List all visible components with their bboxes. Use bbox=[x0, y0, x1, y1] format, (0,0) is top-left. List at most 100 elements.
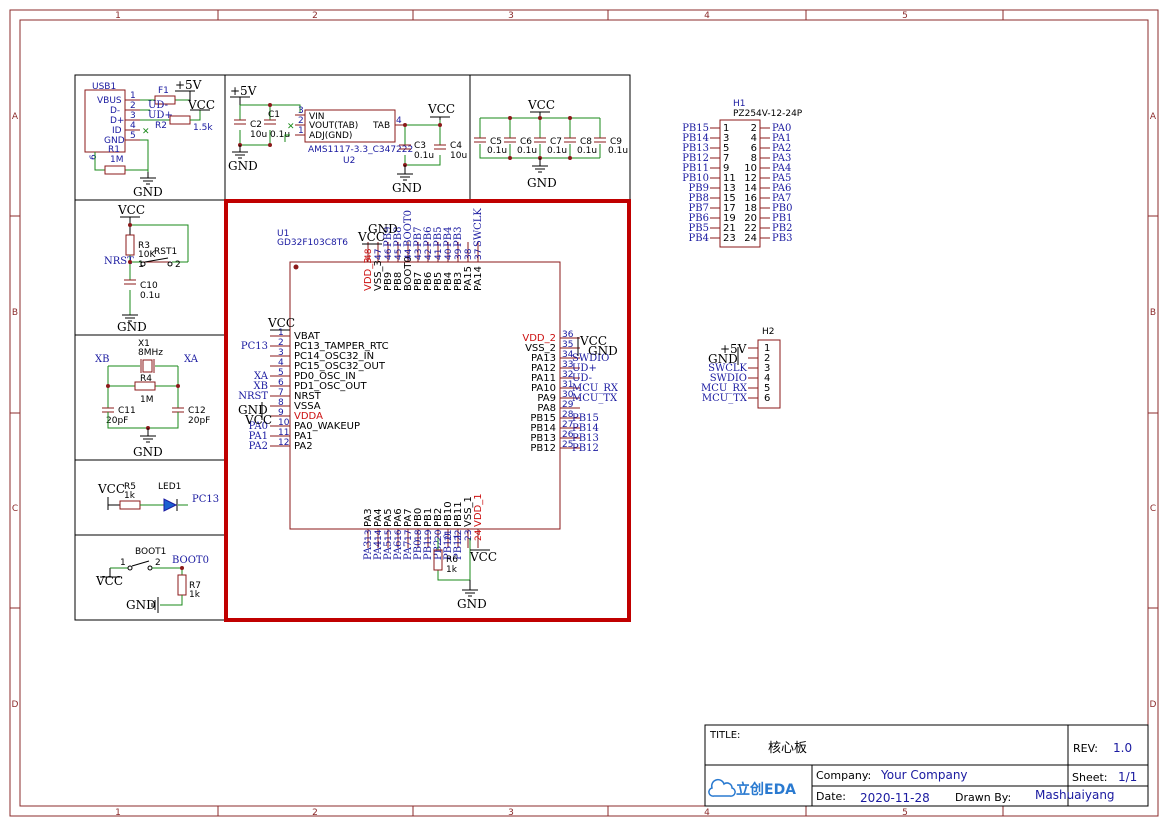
mcu-pin-name-pa15: PA15 bbox=[463, 266, 474, 291]
h2-pin-number: 1 bbox=[764, 343, 770, 354]
mcu-pin-number: 10 bbox=[278, 418, 290, 428]
mcu-pin-number: 12 bbox=[278, 438, 289, 448]
ground-symbol bbox=[140, 428, 156, 443]
mcu-pin-number: 19 bbox=[424, 529, 434, 541]
mcu-pin-name-pa11: PA11 bbox=[531, 373, 556, 384]
net-label: PB13 bbox=[572, 433, 599, 444]
mcu-pin-name-pc14-osc32-in: PC14_OSC32_IN bbox=[294, 351, 374, 362]
mcu-pin-name-pb5: PB5 bbox=[433, 272, 444, 291]
svg-text:1: 1 bbox=[120, 558, 126, 568]
mcu-pin-number: 15 bbox=[384, 530, 394, 541]
mcu-top-pins: VDD_348VSS_347PB946PB9PB845PB8BOOT044BOO… bbox=[363, 208, 484, 291]
svg-text:1k: 1k bbox=[446, 565, 458, 575]
h1-pin-number: 9 bbox=[723, 163, 729, 174]
mcu-pin-name-pb9: PB9 bbox=[383, 272, 394, 291]
svg-text:4: 4 bbox=[396, 116, 402, 126]
net-label: PB1 bbox=[772, 213, 792, 224]
svg-text:GND: GND bbox=[133, 185, 163, 199]
svg-text:20pF: 20pF bbox=[106, 416, 128, 426]
mcu-pin-name-pb3: PB3 bbox=[453, 272, 464, 291]
svg-text:5: 5 bbox=[902, 808, 908, 818]
svg-text:ID: ID bbox=[112, 126, 122, 136]
svg-text:ADJ(GND): ADJ(GND) bbox=[309, 131, 352, 141]
svg-text:C3: C3 bbox=[414, 141, 426, 151]
svg-text:20pF: 20pF bbox=[188, 416, 210, 426]
h2-pin-number: 6 bbox=[764, 393, 770, 404]
svg-text:VCC: VCC bbox=[97, 482, 125, 496]
svg-text:Your Company: Your Company bbox=[880, 768, 968, 782]
mcu-pin-number: 17 bbox=[404, 530, 414, 541]
svg-text:H1: H1 bbox=[733, 99, 746, 109]
svg-text:2: 2 bbox=[312, 808, 318, 818]
mcu-pin-number: 32 bbox=[562, 370, 573, 380]
svg-text:5: 5 bbox=[902, 11, 908, 21]
svg-text:GND: GND bbox=[104, 136, 125, 146]
svg-text:Date:: Date: bbox=[816, 790, 846, 803]
net-label: PB10 bbox=[443, 533, 454, 560]
mcu-pin-name-pb10: PB10 bbox=[443, 501, 454, 527]
usb-connector: USB1 VBUS D- D+ ID GND 1 2 3 4 5 6 F1 +5… bbox=[84, 78, 215, 199]
svg-text:LED1: LED1 bbox=[158, 482, 181, 492]
svg-text:2020-11-28: 2020-11-28 bbox=[860, 791, 930, 805]
svg-text:D-: D- bbox=[110, 106, 120, 116]
svg-text:0.1u: 0.1u bbox=[140, 291, 160, 301]
net-label: PA0 bbox=[249, 421, 268, 432]
h1-pin-number: 15 bbox=[723, 193, 736, 204]
mcu-pin-name-pd1-osc-out: PD1_OSC_OUT bbox=[294, 381, 367, 392]
h1-pin-number: 17 bbox=[723, 203, 736, 214]
svg-text:+5V: +5V bbox=[175, 78, 202, 92]
mcu-pin-number: 28 bbox=[562, 410, 574, 420]
svg-text:2: 2 bbox=[130, 101, 136, 111]
svg-text:XB: XB bbox=[95, 354, 109, 365]
net-label: PB14 bbox=[682, 133, 709, 144]
net-label: PA3 bbox=[772, 153, 791, 164]
h2-pin-number: 2 bbox=[764, 353, 770, 364]
h1-pin-number: 23 bbox=[723, 233, 736, 244]
svg-text:VCC: VCC bbox=[187, 98, 215, 112]
mcu-pin-name-pa9: PA9 bbox=[537, 393, 556, 404]
ground-symbol bbox=[151, 597, 159, 613]
mcu-pin-name-vss-2: VSS_2 bbox=[525, 343, 556, 354]
h1-pin-number: 12 bbox=[744, 173, 757, 184]
ground-symbol bbox=[232, 145, 248, 159]
svg-text:4: 4 bbox=[704, 808, 710, 818]
net-label: PB7 bbox=[413, 227, 424, 247]
svg-text:4: 4 bbox=[704, 11, 710, 21]
h1-pin-number: 21 bbox=[723, 223, 736, 234]
svg-text:1: 1 bbox=[115, 11, 121, 21]
svg-text:1.0: 1.0 bbox=[1113, 741, 1132, 755]
svg-text:1M: 1M bbox=[140, 395, 154, 405]
mcu-pin-number: 9 bbox=[278, 408, 284, 418]
svg-text:GND: GND bbox=[708, 352, 738, 366]
net-label: PB3 bbox=[453, 227, 464, 247]
mcu-pin-name-vbat: VBAT bbox=[294, 331, 321, 342]
mcu-pin-number: 38 bbox=[464, 248, 474, 260]
mcu-pin-number: 11 bbox=[278, 428, 289, 438]
svg-text:BOOT0: BOOT0 bbox=[172, 555, 209, 566]
mcu-pin-name-pb15: PB15 bbox=[530, 413, 556, 424]
svg-text:1/1: 1/1 bbox=[1118, 770, 1137, 784]
svg-text:B: B bbox=[12, 308, 18, 318]
h1-pin-number: 8 bbox=[751, 153, 757, 164]
svg-text:H2: H2 bbox=[762, 327, 775, 337]
h2-pin-number: 3 bbox=[764, 363, 770, 374]
mcu-pin-number: 27 bbox=[562, 420, 573, 430]
svg-text:1: 1 bbox=[130, 91, 136, 101]
mcu-pin-name-pa13: PA13 bbox=[531, 353, 556, 364]
mcu-pin-name-pb12: PB12 bbox=[530, 443, 556, 454]
net-label: PB15 bbox=[572, 413, 599, 424]
net-label: BOOT0 bbox=[403, 210, 414, 247]
net-label: PB5 bbox=[433, 227, 444, 247]
mcu-pin-name-pb2: PB2 bbox=[433, 508, 444, 527]
ground-symbol bbox=[397, 165, 413, 181]
h1-pin-number: 11 bbox=[723, 173, 736, 184]
svg-text:+5V: +5V bbox=[230, 84, 257, 98]
mcu-pin-number: 35 bbox=[562, 340, 573, 350]
mcu-pin-number: 20 bbox=[434, 529, 444, 541]
svg-text:VCC: VCC bbox=[95, 574, 123, 588]
svg-text:B: B bbox=[1150, 308, 1156, 318]
svg-text:6: 6 bbox=[89, 154, 99, 160]
svg-text:TAB: TAB bbox=[372, 121, 390, 131]
